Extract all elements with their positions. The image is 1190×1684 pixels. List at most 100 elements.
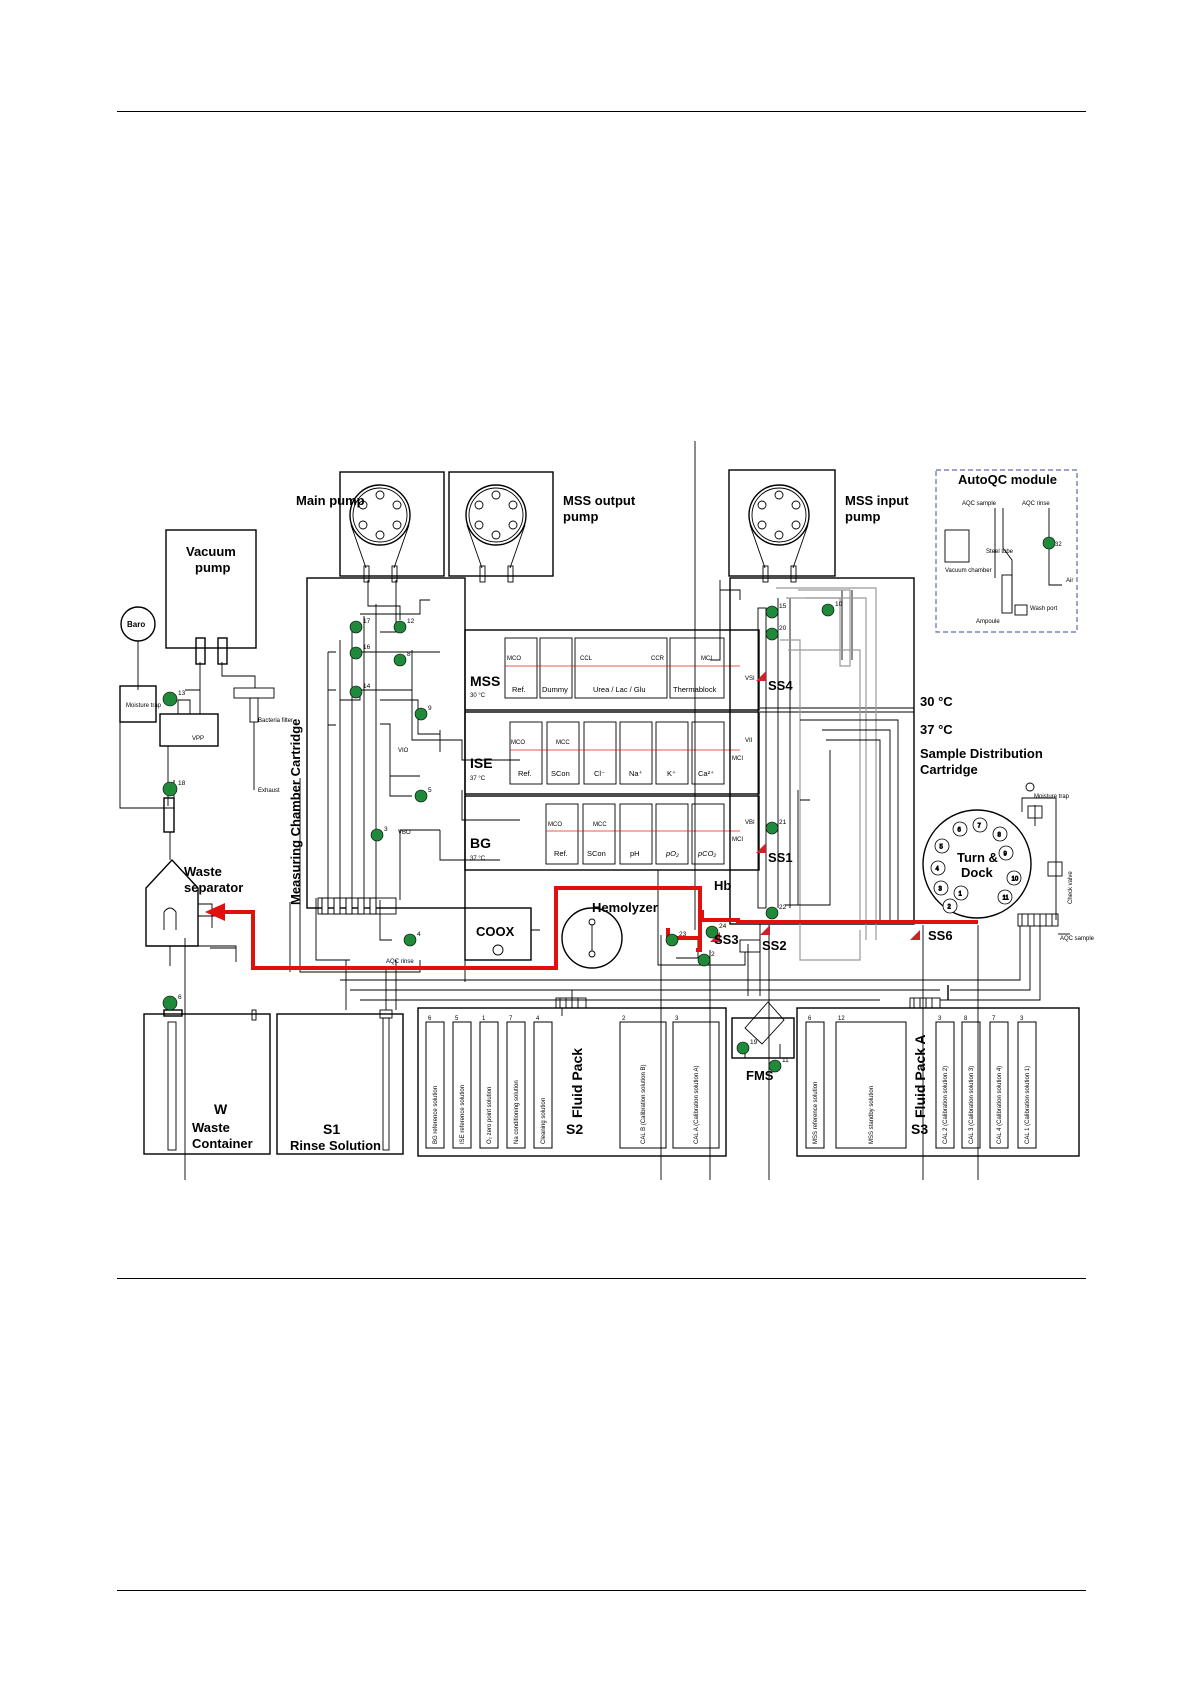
turn-dock-label: Turn & Dock: [957, 850, 1002, 880]
cartridge-tubing: [289, 580, 520, 1010]
valve-21-label: 21: [779, 819, 787, 826]
sample-flow-path: [220, 886, 978, 970]
mss-tag-ccl: CCL: [580, 656, 593, 662]
s3-solutions-bottle-4: [989, 1021, 1009, 1149]
valve-19-label: 19: [750, 1039, 758, 1046]
fluid-pack-s2: Fluid Pack S2 6BG reference solution5ISE…: [417, 1007, 727, 1157]
mss-cell-urea: Urea / Lac / Glu: [593, 685, 646, 694]
mss-input-pump-line1: MSS input: [845, 493, 909, 508]
s2-solutions-bottle-label-2: O₂ zero point solution: [487, 1087, 493, 1144]
valve-6-label: 6: [178, 994, 182, 1001]
ise-module: ISE 37 °C Ref. SCon Cl⁻ Na⁺ K⁺ Ca²⁺ MCO …: [398, 711, 760, 795]
valve-24-icon: [705, 925, 719, 939]
s2-solutions-bottle-num-1: 5: [455, 1016, 459, 1022]
turn-dock-hole-11: [997, 889, 1013, 905]
s2-solutions-bottle-num-5: 2: [622, 1016, 626, 1022]
s2-solutions-bottle-label-6: CAL A (Calibration solution A): [694, 1066, 700, 1145]
s3-solutions-bottle-3: [961, 1021, 981, 1149]
turn-dock-hole-3: [933, 880, 949, 896]
turn-dock-hole-label-7: 7: [978, 824, 982, 830]
turn-dock-hole-label-1: 1: [959, 892, 963, 898]
ss4-label: SS4: [768, 678, 793, 693]
turn-dock-hole-label-4: 4: [936, 867, 940, 873]
exhaust-label: Exhaust: [258, 788, 280, 794]
vacuum-pump: Vacuum pump: [165, 529, 257, 665]
turn-dock-hole-label-3: 3: [939, 887, 943, 893]
turn-dock-hole-label-5: 5: [940, 845, 944, 851]
mss-output-pump: MSS output pump: [448, 471, 636, 583]
mss-input-pump: MSS input pump: [728, 469, 909, 583]
baro-label: Baro: [127, 620, 145, 629]
mss-module: MSS 30 °C Ref. Dummy Urea / Lac / Glu Th…: [464, 629, 760, 711]
turn-dock-hole-1: [953, 885, 969, 901]
turn-dock-hole-9: [998, 845, 1014, 861]
mss-name: MSS: [470, 673, 500, 689]
mss-cell-ref: Ref.: [512, 685, 526, 694]
ise-cell-ref: Ref.: [518, 769, 532, 778]
ss2-marker: [760, 925, 770, 935]
sensors: SS4 SS1 SS2 SS3 SS6: [710, 671, 953, 953]
ise-cell-k: K⁺: [667, 769, 676, 778]
check-valve-label: Check valve: [1068, 871, 1074, 904]
turn-dock-hole-8: [992, 826, 1008, 842]
valve-5-label: 5: [428, 787, 432, 794]
valve-6-icon: [162, 995, 178, 1011]
ss6-label: SS6: [928, 928, 953, 943]
valve-2-label: 2: [711, 951, 715, 958]
valve-3-label: 3: [384, 826, 388, 833]
waste-separator-label: Waste separator: [184, 864, 243, 895]
ise-cell-ca: Ca²⁺: [698, 769, 714, 778]
s2-solutions-bottle-2: [479, 1021, 499, 1149]
ss1-marker: [756, 843, 766, 853]
valve-21-icon: [765, 821, 779, 835]
ise-cell-scon: SCon: [551, 769, 570, 778]
s3-solutions-bottle-label-0: MSS reference solution: [813, 1082, 819, 1144]
ise-tag-mci: MCI: [732, 756, 743, 762]
s2-solutions-bottle-1: [452, 1021, 472, 1149]
autoqc-title: AutoQC module: [958, 472, 1057, 487]
waste-name-line1: Waste: [192, 1120, 230, 1135]
valve-17-icon: [349, 620, 363, 634]
valve-11-label: 11: [782, 1057, 789, 1064]
s2-solutions-bottle-0: [425, 1021, 445, 1149]
mss-temp: 30 °C: [470, 693, 486, 699]
valve-10-label: 10: [835, 601, 843, 608]
s2-solutions-bottle-num-6: 3: [675, 1016, 679, 1022]
turn-dock-hole-label-6: 6: [958, 828, 962, 834]
mss-tag-ccr: CCR: [651, 656, 665, 662]
bacteria-filter-label: Bacteria filter: [258, 718, 293, 724]
ss2-label: SS2: [762, 938, 787, 953]
s2-code: S2: [566, 1121, 583, 1137]
bg-temp: 37 °C: [470, 856, 486, 862]
right-manifold: Moisture trap Check valve AQC sample: [940, 782, 1095, 1001]
turn-dock-hole-label-11: 11: [1003, 896, 1010, 902]
valve-15-label: 15: [779, 603, 787, 610]
bg-name: BG: [470, 835, 491, 851]
temp-37-label: 37 °C: [920, 722, 953, 737]
turn-dock-hole-label-8: 8: [998, 833, 1002, 839]
bottom-rule: [117, 1590, 1086, 1591]
autoqc-wash-port: Wash port: [1030, 606, 1057, 612]
vacuum-pump-label: Vacuum pump: [186, 544, 239, 575]
s3-solutions-bottle-num-1: 12: [838, 1016, 845, 1022]
valve-11-icon: [768, 1059, 782, 1073]
valve-24-label: 24: [719, 923, 727, 930]
s3-solutions-bottle-label-1: MSS standby solution: [869, 1086, 875, 1144]
waste-name: Waste Container: [192, 1120, 253, 1151]
turn-dock-hole-4: [930, 860, 946, 876]
valve-20-icon: [765, 627, 779, 641]
valve-13-icon: [162, 691, 178, 707]
valve-16-label: 16: [363, 644, 371, 651]
valve-22-label: 22: [779, 904, 787, 911]
valve-19-icon: [736, 1041, 750, 1055]
lower-tubing: [340, 869, 1012, 1001]
s3-title: Fluid Pack A: [912, 1034, 928, 1118]
turn-dock-hole-label-9: 9: [1004, 852, 1008, 858]
sample-distribution-label: Sample Distribution Cartridge: [920, 746, 1046, 777]
